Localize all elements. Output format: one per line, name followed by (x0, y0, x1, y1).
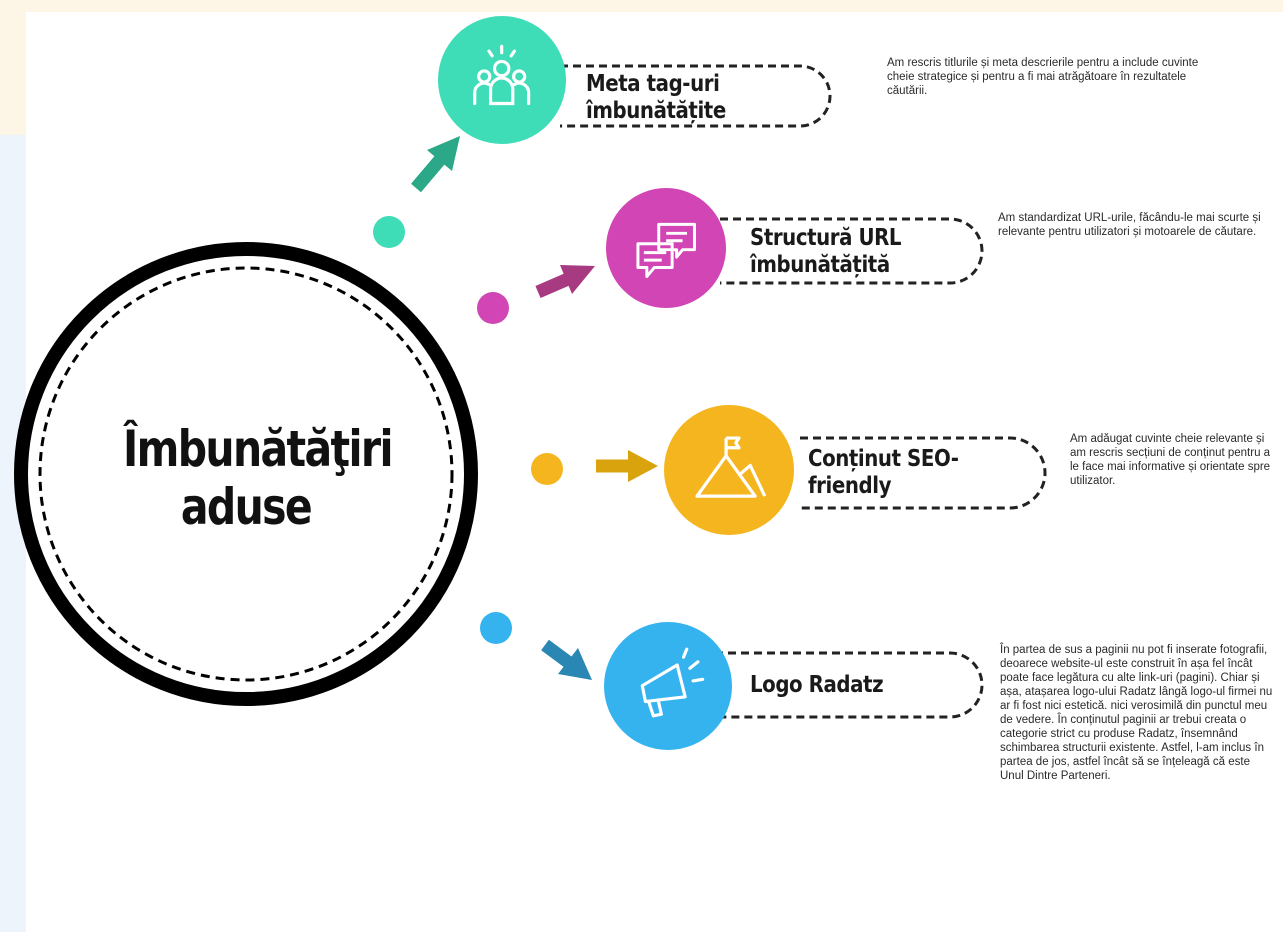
mountain-flag-icon (695, 436, 766, 498)
ring-dot-magenta (477, 292, 509, 324)
url-icon-circle (606, 188, 726, 308)
logo-icon-circle (604, 622, 732, 750)
inner-dashed-ring (38, 266, 454, 682)
arrow-magenta (535, 265, 595, 298)
label-seo-content: Conținut SEO- friendly (808, 446, 959, 499)
arrow-blue (541, 639, 592, 680)
main-ring (14, 242, 478, 706)
arrow-teal (411, 136, 460, 193)
arrow-yellow (596, 450, 658, 482)
team-icon (473, 45, 531, 106)
left-margin-panel (0, 135, 26, 932)
ring-dot-blue (480, 612, 512, 644)
ring-dot-yellow (531, 453, 563, 485)
label-url-structure: Structură URL îmbunătățită (750, 225, 902, 278)
megaphone-icon (641, 647, 705, 718)
ring-dot-teal (373, 216, 405, 248)
description-seo-content: Am adăugat cuvinte cheie relevante și am… (1070, 433, 1271, 487)
frame-url (720, 217, 984, 285)
chat-bubbles-icon (636, 222, 696, 278)
label-logo-radatz: Logo Radatz (750, 672, 884, 698)
center-title: Îmbunătăţiri aduse (123, 420, 394, 536)
frame-meta (560, 64, 832, 128)
label-meta-tags: Meta tag-uri îmbunătățite (586, 71, 726, 124)
description-logo-radatz: În partea de sus a paginii nu pot fi ins… (1000, 644, 1273, 782)
description-url-structure: Am standardizat URL-urile, făcându-le ma… (998, 212, 1261, 238)
center-title-line1: Îmbunătăţiri (123, 420, 394, 478)
meta-tag-icon-circle (438, 16, 566, 144)
diagram-canvas (26, 12, 1283, 932)
description-meta-tags: Am rescris titlurile și meta descrierile… (887, 57, 1199, 97)
seo-icon-circle (664, 405, 794, 535)
center-title-line2: aduse (180, 478, 313, 536)
frame-seo (800, 436, 1047, 510)
